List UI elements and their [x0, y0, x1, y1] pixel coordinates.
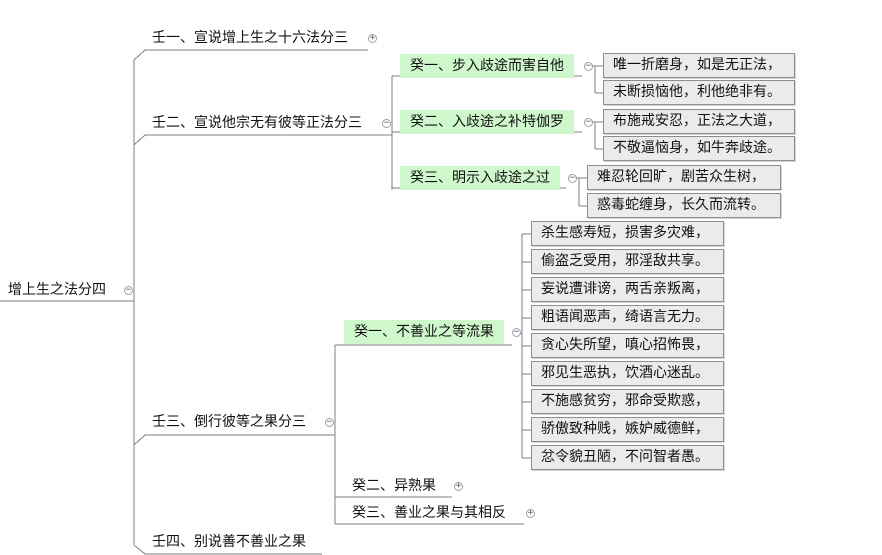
- node-ren3-gui3[interactable]: 癸三、善业之果与其相反: [352, 505, 506, 521]
- collapse-icon[interactable]: −: [584, 117, 593, 127]
- node-ren4[interactable]: 壬四、别说善不善业之果: [152, 534, 306, 550]
- verse-box[interactable]: 粗语闻恶声，绮语言无力。: [531, 305, 724, 330]
- verse-box[interactable]: 未断损恼他，利他绝非有。: [603, 80, 795, 105]
- collapse-icon[interactable]: −: [584, 61, 593, 71]
- verse-box[interactable]: 不施感贫穷，邪命受欺惑，: [531, 389, 724, 414]
- collapse-icon[interactable]: −: [124, 285, 133, 295]
- node-ren2-gui1[interactable]: 癸一、步入歧途而害自他: [400, 54, 574, 78]
- expand-icon[interactable]: +: [526, 508, 535, 518]
- connector-line-2: [133, 49, 146, 61]
- collapse-icon[interactable]: −: [568, 173, 577, 183]
- verse-box[interactable]: 难忍轮回旷，剧苦众生树，: [587, 165, 781, 190]
- node-ren1[interactable]: 壬一、宣说增上生之十六法分三: [152, 30, 348, 46]
- verse-box[interactable]: 唯一折磨身，如是无正法，: [603, 53, 795, 78]
- expand-icon[interactable]: +: [454, 481, 463, 491]
- connector-line-8: [133, 544, 146, 555]
- collapse-icon[interactable]: −: [325, 417, 334, 427]
- connector-line-4: [133, 134, 146, 146]
- node-ren2[interactable]: 壬二、宣说他宗无有彼等正法分三: [152, 115, 362, 131]
- verse-box[interactable]: 妄说遭诽谤，两舌亲叛离，: [531, 277, 724, 302]
- node-ren3[interactable]: 壬三、倒行彼等之果分三: [152, 414, 306, 430]
- expand-icon[interactable]: +: [368, 33, 377, 43]
- verse-box[interactable]: 偷盗乏受用，邪淫敌共享。: [531, 249, 724, 274]
- verse-box[interactable]: 忿令貌丑陋，不问智者愚。: [531, 445, 724, 470]
- verse-box[interactable]: 杀生感寿短，损害多灾难，: [531, 221, 724, 246]
- collapse-icon[interactable]: −: [512, 327, 521, 337]
- node-ren2-gui3[interactable]: 癸三、明示入歧途之过: [400, 166, 560, 190]
- node-ren3-gui1[interactable]: 癸一、不善业之等流果: [344, 320, 504, 344]
- verse-box[interactable]: 不敬逼恼身，如牛奔歧途。: [603, 136, 795, 161]
- connector-line-6: [133, 434, 146, 446]
- root-node[interactable]: 增上生之法分四: [8, 282, 106, 298]
- collapse-icon[interactable]: −: [382, 118, 391, 128]
- verse-box[interactable]: 惑毒蛇缠身，长久而流转。: [587, 193, 781, 218]
- verse-box[interactable]: 邪见生恶执，饮酒心迷乱。: [531, 361, 724, 386]
- verse-box[interactable]: 骄傲致种贱，嫉妒威德鲜，: [531, 417, 724, 442]
- verse-box[interactable]: 布施戒安忍，正法之大道，: [603, 109, 795, 134]
- node-ren2-gui2[interactable]: 癸二、入歧途之补特伽罗: [400, 110, 574, 134]
- verse-box[interactable]: 贪心失所望，嗔心招怖畏，: [531, 333, 724, 358]
- node-ren3-gui2[interactable]: 癸二、异熟果: [352, 478, 436, 494]
